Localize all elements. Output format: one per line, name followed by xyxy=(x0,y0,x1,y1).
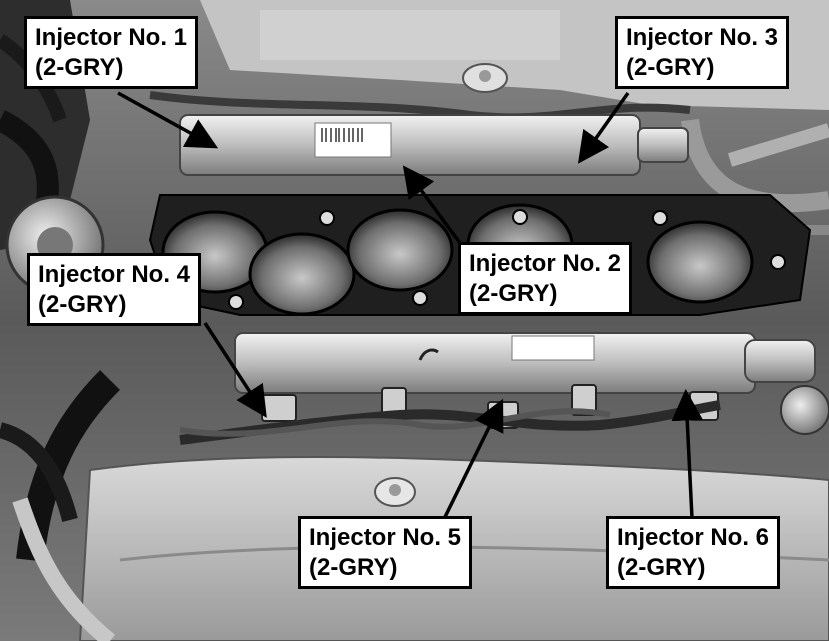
callout-injector-1: Injector No. 1 (2-GRY) xyxy=(24,16,199,89)
callout-injector-3: Injector No. 3 (2-GRY) xyxy=(615,16,790,89)
injector-label: Injector No. 5 xyxy=(309,524,462,551)
wire-color-label: (2-GRY) xyxy=(38,291,127,318)
wire-color-label: (2-GRY) xyxy=(626,54,715,81)
callout-injector-2: Injector No. 2 (2-GRY) xyxy=(458,242,633,315)
callout-injector-6: Injector No. 6 (2-GRY) xyxy=(606,516,781,589)
injector-label: Injector No. 3 xyxy=(626,24,779,51)
injector-label: Injector No. 1 xyxy=(35,24,188,51)
injector-label: Injector No. 4 xyxy=(38,261,191,288)
callout-injector-4: Injector No. 4 (2-GRY) xyxy=(27,253,202,326)
wire-color-label: (2-GRY) xyxy=(35,54,124,81)
wire-color-label: (2-GRY) xyxy=(469,280,558,307)
callout-injector-5: Injector No. 5 (2-GRY) xyxy=(298,516,473,589)
injector-label: Injector No. 2 xyxy=(469,250,622,277)
wire-color-label: (2-GRY) xyxy=(617,554,706,581)
wire-color-label: (2-GRY) xyxy=(309,554,398,581)
injector-label: Injector No. 6 xyxy=(617,524,770,551)
